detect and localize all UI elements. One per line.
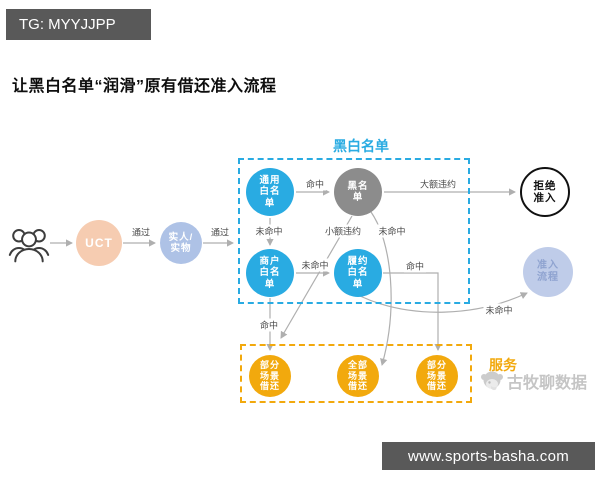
node-real-person-label: 实人/ 实物 xyxy=(168,231,194,254)
service-group-label: 服务 xyxy=(489,357,517,373)
node-merchant-whitelist: 商户 白名 单 xyxy=(246,249,294,297)
service-group-box xyxy=(240,344,472,403)
node-partial-scene-borrow-1: 部分 场景 借还 xyxy=(249,355,291,397)
url-banner: www.sports-basha.com xyxy=(382,442,595,470)
edge-label-hit-general: 命中 xyxy=(303,177,327,191)
dog-icon xyxy=(481,371,503,391)
node-general-whitelist-label: 通用 白名 单 xyxy=(259,175,281,209)
node-all-scene-borrow: 全部 场景 借还 xyxy=(337,355,379,397)
tg-banner: TG: MYYJJPP xyxy=(6,9,151,40)
node-admission-process: 准入 流程 xyxy=(523,247,573,297)
edge-label-pass-2: 通过 xyxy=(208,225,232,239)
node-reject-admission-label: 拒绝 准入 xyxy=(533,179,557,204)
edge-label-pass-1: 通过 xyxy=(129,225,153,239)
edge-performance-to-partial2 xyxy=(383,272,442,351)
node-real-person: 实人/ 实物 xyxy=(160,222,202,264)
node-performance-whitelist-label: 履约 白名 单 xyxy=(347,256,369,290)
page-title: 让黑白名单“润滑”原有借还准入流程 xyxy=(12,78,277,95)
edge-label-miss-general: 未命中 xyxy=(253,224,285,238)
node-general-whitelist: 通用 白名 单 xyxy=(246,168,294,216)
node-uct: UCT xyxy=(76,220,122,266)
edge-label-miss-blacklist: 未命中 xyxy=(376,224,408,238)
tg-banner-text: TG: MYYJJPP xyxy=(19,16,116,33)
node-partial-scene-borrow-2-label: 部分 场景 借还 xyxy=(426,360,447,392)
node-admission-process-label: 准入 流程 xyxy=(537,260,559,283)
watermark: 古牧聊数据 xyxy=(479,369,587,393)
users-group-icon xyxy=(8,229,50,263)
watermark-text: 古牧聊数据 xyxy=(507,375,588,392)
edge-label-small-default: 小额违约 xyxy=(322,224,364,238)
node-blacklist: 黑名 单 xyxy=(334,168,382,216)
node-merchant-whitelist-label: 商户 白名 单 xyxy=(259,256,281,290)
node-blacklist-label: 黑名 单 xyxy=(347,180,369,203)
edge-label-miss-merchant: 未命中 xyxy=(299,258,331,272)
edge-label-big-default: 大额违约 xyxy=(417,177,459,191)
node-uct-label: UCT xyxy=(85,235,113,250)
edge-label-miss-performance: 未命中 xyxy=(483,303,515,317)
node-partial-scene-borrow-2: 部分 场景 借还 xyxy=(416,355,458,397)
node-performance-whitelist: 履约 白名 单 xyxy=(334,249,382,297)
blacklist-whitelist-group-box xyxy=(238,158,470,304)
edge-label-hit-merchant: 命中 xyxy=(257,318,281,332)
node-reject-admission: 拒绝 准入 xyxy=(520,167,570,217)
url-banner-text: www.sports-basha.com xyxy=(407,447,570,465)
blacklist-whitelist-group-label: 黑白名单 xyxy=(333,138,389,154)
node-partial-scene-borrow-1-label: 部分 场景 借还 xyxy=(259,360,280,392)
edge-label-hit-performance: 命中 xyxy=(403,259,427,273)
node-all-scene-borrow-label: 全部 场景 借还 xyxy=(347,360,368,392)
